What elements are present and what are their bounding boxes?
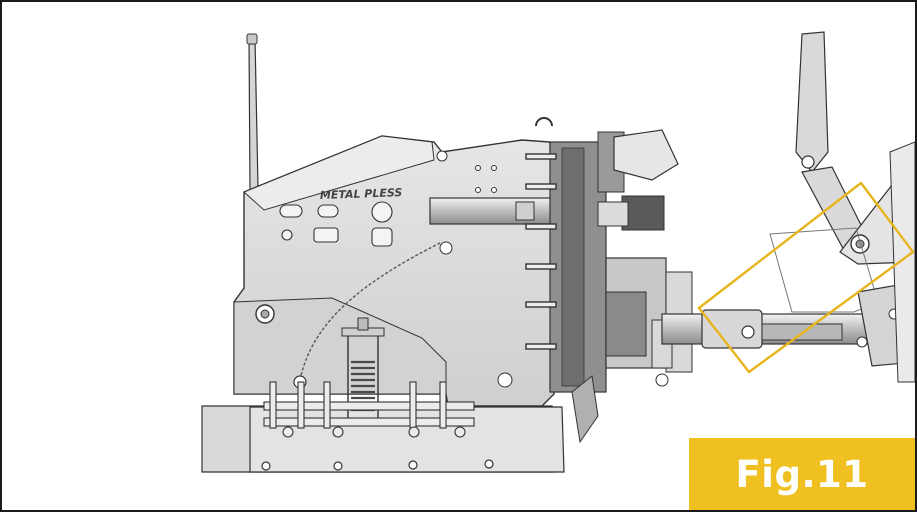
feed-cylinder <box>429 197 561 225</box>
rack-column <box>525 117 679 393</box>
right-lever <box>769 31 915 383</box>
highlight-frame <box>697 181 915 374</box>
figure-number-badge: Fig.11 <box>689 438 915 510</box>
brand-plate-text: METAL PLESS <box>320 186 403 202</box>
main-housing: METAL PLESS <box>233 135 555 407</box>
extension-arm <box>661 309 883 349</box>
clamp-rails <box>263 381 475 438</box>
base-plate <box>201 405 565 473</box>
base-bolts <box>261 459 494 471</box>
left-lever <box>246 33 266 197</box>
panel-buttons <box>279 201 393 247</box>
